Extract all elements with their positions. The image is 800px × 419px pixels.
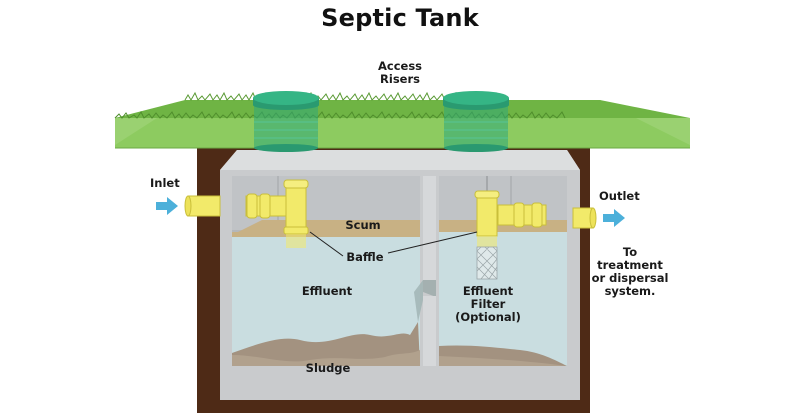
effluent-filter-label-line2: Filter (470, 297, 506, 311)
access-risers-label-line1: Access (377, 59, 423, 73)
access-risers-label: Access Risers (355, 60, 445, 86)
inlet-label: Inlet (150, 176, 180, 190)
destination-label-line1: To treatment (597, 245, 663, 272)
access-riser-right (443, 91, 509, 152)
destination-label-line2: or dispersal (591, 271, 669, 285)
baffle-leader-line-left (309, 231, 344, 257)
destination-label: To treatment or dispersal system. (590, 246, 670, 298)
access-riser-left (253, 91, 319, 152)
effluent-filter (476, 246, 498, 280)
baffle-label: Baffle (346, 250, 384, 264)
scum-layer (232, 220, 420, 235)
inlet-tee (245, 179, 309, 248)
effluent-label: Effluent (301, 284, 353, 298)
outlet-pipe (572, 207, 597, 229)
outlet-arrow-icon (603, 209, 625, 227)
inlet-arrow-icon (156, 197, 178, 215)
outlet-tee (474, 176, 547, 248)
outlet-label: Outlet (599, 189, 640, 203)
chamber-secondary (439, 176, 567, 366)
partition-wall (414, 176, 436, 366)
sludge-label: Sludge (305, 361, 351, 375)
scum-label: Scum (345, 218, 381, 232)
sludge-layer (232, 322, 420, 366)
inlet-pipe (184, 195, 221, 217)
effluent-filter-label-line1: Effluent (462, 284, 514, 298)
access-risers-label-line2: Risers (380, 72, 420, 86)
ground-grass (114, 91, 690, 149)
effluent-filter-label-line3: (Optional) (455, 310, 521, 324)
effluent-filter-label: Effluent Filter (Optional) (452, 285, 524, 324)
baffle-leader-line-right (387, 231, 478, 254)
diagram-title: Septic Tank (321, 4, 479, 32)
destination-label-line3: system. (604, 284, 656, 298)
